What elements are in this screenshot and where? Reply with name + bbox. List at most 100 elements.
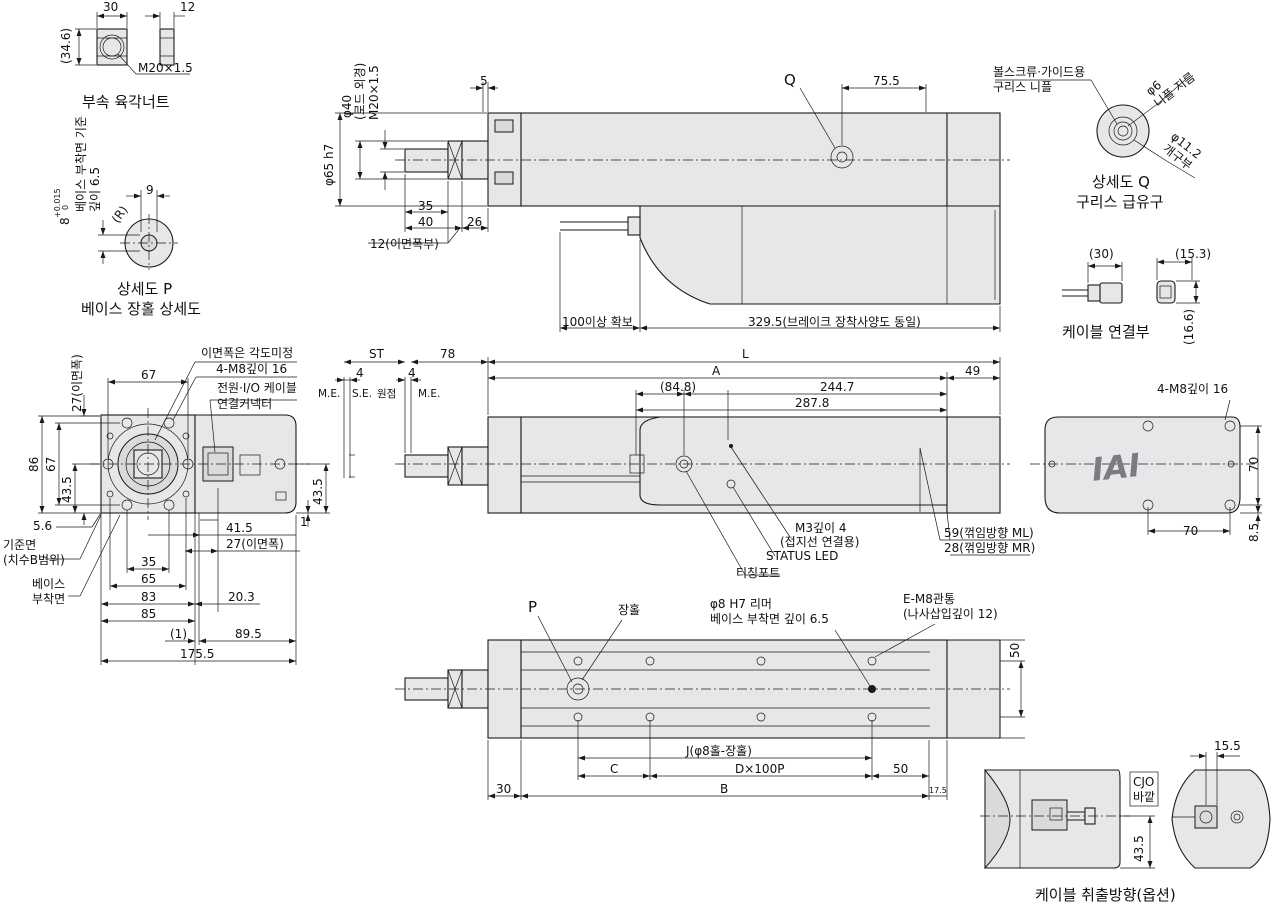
slot-label: 장홀 — [618, 603, 640, 617]
note-tap-front: 4-M8깊이 16 — [216, 362, 287, 376]
cjo-label-1: CJO — [1133, 775, 1154, 789]
dim-89-5: 89.5 — [235, 627, 262, 641]
dim-244-7: 244.7 — [820, 380, 854, 394]
dim-67-front: 67 — [141, 368, 156, 382]
base-face-2: 부착면 — [32, 592, 65, 606]
dim-50-bottom: 50 — [893, 762, 908, 776]
dim-84-8: (84.8) — [660, 380, 696, 394]
dim-100: 100이상 확보 — [562, 315, 633, 329]
nut-height-dim: (34.6) — [59, 28, 73, 64]
dim-4-left: 4 — [356, 366, 364, 380]
dim-40-top: 40 — [418, 215, 433, 229]
note-connector-1: 전원·I/O 케이블 — [217, 381, 297, 395]
rod-thread: M20×1.5 — [367, 65, 381, 120]
q-note-1: 볼스크류·가이드용 — [993, 65, 1085, 79]
dim-27-horizontal: 27(이면폭) — [226, 537, 284, 551]
dim-4-right: 4 — [408, 366, 416, 380]
dim-86: 86 — [27, 457, 41, 472]
q-caption-1: 상세도 Q — [1092, 173, 1150, 191]
dim-175-5: 175.5 — [180, 647, 214, 661]
dim-70-horizontal: 70 — [1183, 524, 1198, 538]
teaching-port: 티칭포트 — [736, 566, 780, 580]
cable-len-dim: (30) — [1089, 247, 1114, 261]
bottom-view: P 장홀 φ8 H7 리머 베이스 부착면 깊이 6.5 E-M8관통 (나사삽… — [395, 592, 1025, 800]
dim-5: 5 — [480, 74, 488, 88]
p-note-line2: 깊이 6.5 — [88, 167, 102, 212]
nut-width-dim: 30 — [103, 0, 118, 14]
dim-J: J(φ8홀-장홀) — [685, 744, 752, 758]
dim-329-5: 329.5(브레이크 장착사양도 동일) — [748, 315, 921, 329]
dim-1: 1 — [300, 515, 308, 529]
dim-287-8: 287.8 — [795, 396, 829, 410]
dim-43-5-option: 43.5 — [1132, 835, 1146, 862]
detail-q: 볼스크류·가이드용 구리스 니플 φ6 니플 지름 φ11.2 개구부 상세도 … — [993, 65, 1204, 211]
dim-D: D×100P — [735, 762, 784, 776]
top-view: Q 75.5 5 φ40 (로드 외경) M20×1.5 φ65 h7 35 4… — [322, 63, 1010, 332]
dim-75-5: 75.5 — [873, 74, 900, 88]
bend-mr: 28(꺾임방향 MR) — [944, 541, 1035, 555]
dim-65-front: 65 — [141, 572, 156, 586]
p-vertical-dim: 8 — [58, 217, 72, 225]
cable-connection-detail: (30) (15.3) (16.6) 케이블 연결부 — [1062, 247, 1211, 345]
p-caption-1: 상세도 P — [117, 280, 172, 298]
q-note-2: 구리스 니플 — [993, 80, 1052, 94]
note-tap-end: 4-M8깊이 16 — [1157, 382, 1228, 396]
dim-B: B — [720, 782, 728, 796]
dim-35-top: 35 — [418, 199, 433, 213]
dim-85: 85 — [141, 607, 156, 621]
status-led: STATUS LED — [766, 549, 838, 563]
m3-note-2: (접지선 연결용) — [780, 535, 859, 549]
note-width-angle: 이면폭은 각도미정 — [201, 346, 293, 360]
dim-70-vertical: 70 — [1247, 457, 1261, 472]
dim-5-6: 5.6 — [33, 519, 52, 533]
p-caption-2: 베이스 장홀 상세도 — [81, 300, 201, 318]
cable-option-view: CJO 바깥 15.5 43.5 케이블 취출방향(옵션) — [980, 739, 1271, 904]
dim-43-5-left: 43.5 — [60, 476, 74, 503]
nut-thread: M20×1.5 — [138, 61, 193, 75]
flange-dia: φ65 h7 — [322, 144, 336, 186]
dim-12-top: 12(이면폭부) — [370, 237, 439, 251]
cable-width-dim: (15.3) — [1175, 247, 1211, 261]
dim-1-paren: (1) — [170, 627, 187, 641]
dim-67-vertical: 67 — [44, 457, 58, 472]
tap-through-2: (나사삽입깊이 12) — [903, 607, 998, 621]
dim-17-5: 17.5 — [929, 786, 947, 795]
dim-35-front: 35 — [141, 555, 156, 569]
dim-L: L — [742, 347, 749, 361]
rod-dia: φ40 — [340, 95, 354, 118]
p-tol-upper: +0.015 — [53, 188, 62, 218]
note-connector-2: 연결커넥터 — [217, 397, 272, 411]
dim-C: C — [610, 762, 618, 776]
reamer-note-2: 베이스 부착면 깊이 6.5 — [710, 612, 829, 626]
dim-20-3: 20.3 — [228, 590, 255, 604]
tap-through-1: E-M8관통 — [903, 592, 955, 606]
dim-43-5-right: 43.5 — [311, 478, 325, 505]
reamer-note-1: φ8 H7 리머 — [710, 597, 772, 611]
dim-49: 49 — [965, 364, 980, 378]
dim-15-5: 15.5 — [1214, 739, 1241, 753]
detail-p: 9 (R) 8 +0.015 0 베이스 부착면 기준 깊이 6.5 상세도 P… — [53, 116, 201, 318]
q-caption-2: 구리스 급유구 — [1076, 193, 1164, 211]
nut-caption: 부속 육각너트 — [82, 93, 170, 111]
cjo-label-2: 바깥 — [1133, 790, 1155, 804]
p-radius: (R) — [109, 203, 131, 226]
q-marker: Q — [784, 71, 796, 89]
nut-thickness-dim: 12 — [180, 0, 195, 14]
cable-height-dim: (16.6) — [1182, 309, 1196, 345]
p-tol-lower: 0 — [61, 205, 70, 210]
stroke-end: S.E. — [352, 388, 372, 400]
dim-83: 83 — [141, 590, 156, 604]
rod-dia-note: (로드 외경) — [353, 63, 367, 120]
dim-41-5: 41.5 — [226, 521, 253, 535]
bend-ml: 59(꺾임방향 ML) — [944, 526, 1034, 540]
ref-face-2: (치수B범위) — [3, 553, 65, 567]
dim-27-vertical: 27(이면폭) — [70, 354, 84, 412]
m3-note-1: M3깊이 4 — [795, 521, 847, 535]
p-marker: P — [528, 598, 537, 616]
base-face-1: 베이스 — [32, 577, 65, 591]
dim-A: A — [712, 364, 721, 378]
iai-logo: IAI — [1090, 446, 1142, 489]
origin: 원점 — [377, 388, 396, 400]
dim-26-top: 26 — [467, 215, 482, 229]
dim-8-5: 8.5 — [1247, 523, 1261, 542]
